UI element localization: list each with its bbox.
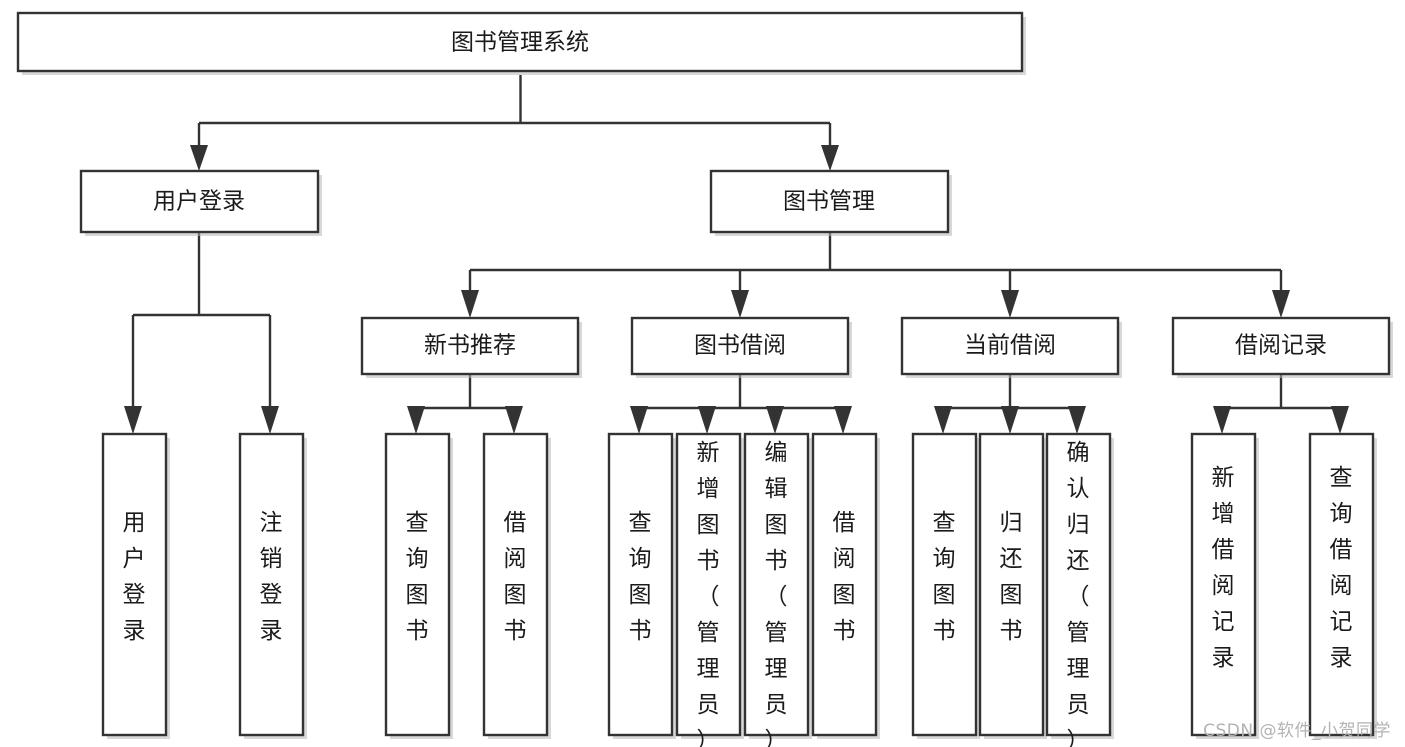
leaf-query-book-3[interactable]: 查询图书 xyxy=(911,432,980,739)
arrowhead-leaf-add-book xyxy=(698,406,716,434)
node-box[interactable] xyxy=(607,432,674,737)
arrowhead-leaf-edit-book xyxy=(766,406,784,434)
leaf-query-record[interactable]: 查询借阅记录 xyxy=(1308,432,1377,739)
arrowhead-leaf-user-logout xyxy=(261,406,279,434)
leaf-add-record[interactable]: 新增借阅记录 xyxy=(1190,432,1259,739)
node-box[interactable] xyxy=(630,316,850,376)
node-label: 查询图书 xyxy=(629,510,652,644)
arrowhead-new-book-recommend xyxy=(461,290,479,318)
leaf-query-book-1[interactable]: 查询图书 xyxy=(384,432,453,739)
node-label: 新增借阅记录 xyxy=(1212,465,1235,671)
arrowhead-leaf-borrow-book-1 xyxy=(505,406,523,434)
node-label: 查询借阅记录 xyxy=(1330,465,1353,671)
node-box[interactable] xyxy=(101,432,168,737)
node-label: 查询图书 xyxy=(933,510,956,644)
node-label: 借阅图书 xyxy=(833,510,856,644)
arrowhead-leaf-return-book xyxy=(1001,406,1019,434)
node-label: 注销登录 xyxy=(260,510,283,644)
node-box[interactable] xyxy=(900,316,1120,376)
arrowhead-book-manage xyxy=(821,145,839,171)
arrowhead-book-borrow xyxy=(731,290,749,318)
node-box[interactable] xyxy=(384,432,451,737)
node-box[interactable] xyxy=(811,432,878,737)
node-box[interactable] xyxy=(79,169,320,234)
node-current-borrow[interactable]: 当前借阅 xyxy=(900,316,1122,378)
node-box[interactable] xyxy=(1171,316,1391,376)
arrowhead-current-borrow xyxy=(1001,290,1019,318)
node-box[interactable] xyxy=(743,432,810,737)
node-box[interactable] xyxy=(675,432,742,737)
node-label: 编辑图书（管理员） xyxy=(765,440,788,747)
node-label: 查询图书 xyxy=(406,510,429,644)
leaf-borrow-book-1[interactable]: 借阅图书 xyxy=(482,432,551,739)
node-book-manage[interactable]: 图书管理 xyxy=(709,169,952,236)
node-box[interactable] xyxy=(238,432,305,737)
leaf-return-book[interactable]: 归还图书 xyxy=(978,432,1047,739)
arrowhead-borrow-record xyxy=(1272,290,1290,318)
node-box[interactable] xyxy=(1045,432,1112,737)
node-label: 用户登录 xyxy=(153,189,245,215)
node-label: 确认归还（管理员） xyxy=(1067,440,1090,747)
connector-layer xyxy=(124,75,1349,434)
node-label: 归还图书 xyxy=(1000,510,1023,644)
node-label: 图书借阅 xyxy=(694,333,786,359)
node-new-book-recommend[interactable]: 新书推荐 xyxy=(360,316,582,378)
node-root-system[interactable]: 图书管理系统 xyxy=(16,11,1026,75)
leaf-user-login[interactable]: 用户登录 xyxy=(101,432,170,739)
leaf-edit-book[interactable]: 编辑图书（管理员） xyxy=(743,432,812,747)
node-box[interactable] xyxy=(709,169,950,234)
leaf-add-book[interactable]: 新增图书（管理员） xyxy=(675,432,744,747)
node-label: 图书管理系统 xyxy=(451,30,589,56)
node-box[interactable] xyxy=(911,432,978,737)
node-borrow-record[interactable]: 借阅记录 xyxy=(1171,316,1393,378)
arrowhead-leaf-query-book-3 xyxy=(934,406,952,434)
node-box[interactable] xyxy=(482,432,549,737)
node-label: 借阅记录 xyxy=(1235,333,1327,359)
node-label: 新增图书（管理员） xyxy=(697,440,720,747)
node-label: 用户登录 xyxy=(123,510,146,644)
node-book-borrow[interactable]: 图书借阅 xyxy=(630,316,852,378)
leaf-user-logout[interactable]: 注销登录 xyxy=(238,432,307,739)
node-box[interactable] xyxy=(1308,432,1375,737)
arrowhead-leaf-borrow-book-2 xyxy=(834,406,852,434)
leaf-query-book-2[interactable]: 查询图书 xyxy=(607,432,676,739)
node-label: 当前借阅 xyxy=(964,333,1056,359)
arrowhead-leaf-query-record xyxy=(1331,406,1349,434)
node-label: 图书管理 xyxy=(783,189,875,215)
arrowhead-leaf-query-book-2 xyxy=(630,406,648,434)
leaf-borrow-book-2[interactable]: 借阅图书 xyxy=(811,432,880,739)
node-box[interactable] xyxy=(16,11,1024,73)
node-box[interactable] xyxy=(1190,432,1257,737)
node-label: 新书推荐 xyxy=(424,333,516,359)
arrowhead-leaf-confirm-return xyxy=(1068,406,1086,434)
arrowhead-leaf-user-login xyxy=(124,406,142,434)
arrowhead-user-login xyxy=(190,145,208,171)
node-box[interactable] xyxy=(360,316,580,376)
node-user-login[interactable]: 用户登录 xyxy=(79,169,322,236)
arrowhead-leaf-add-record xyxy=(1213,406,1231,434)
node-box[interactable] xyxy=(978,432,1045,737)
leaf-confirm-return[interactable]: 确认归还（管理员） xyxy=(1045,432,1114,747)
node-label: 借阅图书 xyxy=(504,510,527,644)
arrowhead-leaf-query-book-1 xyxy=(407,406,425,434)
